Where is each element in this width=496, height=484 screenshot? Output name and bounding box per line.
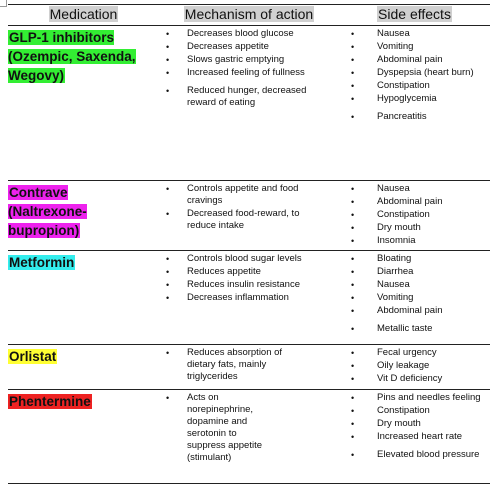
list-item: Metallic taste (339, 323, 487, 335)
list-item: Reduced hunger, decreased reward of eati… (159, 85, 313, 109)
table-row: Metformin Controls blood sugar levels Re… (8, 250, 490, 345)
list-item: Nausea (339, 28, 487, 40)
mechanism-cell: Acts on norepinephrine, dopamine and ser… (159, 389, 339, 484)
list-item: Controls blood sugar levels (159, 253, 313, 265)
mechanism-cell: Decreases blood glucose Decreases appeti… (159, 25, 339, 181)
list-item: Dyspepsia (heart burn) (339, 67, 487, 79)
list-item: Pins and needles feeling (339, 392, 487, 404)
medication-name-glp1: GLP-1 inhibitors (Ozempic, Saxenda, Wego… (8, 30, 136, 83)
list-item: Increased heart rate (339, 431, 487, 443)
medication-cell: Contrave (Naltrexone-bupropion) (8, 180, 159, 251)
side-effects-cell: Nausea Vomiting Abdominal pain Dyspepsia… (339, 25, 490, 181)
side-effects-cell: Fecal urgency Oily leakage Vit D deficie… (339, 344, 490, 390)
list-item: Decreases appetite (159, 41, 313, 53)
list-item: Abdominal pain (339, 196, 487, 208)
list-item: Nausea (339, 279, 487, 291)
medication-cell: Metformin (8, 250, 159, 345)
medication-cell: GLP-1 inhibitors (Ozempic, Saxenda, Wego… (8, 25, 159, 181)
header-mechanism: Mechanism of action (159, 4, 339, 26)
medication-name-metformin: Metformin (8, 255, 76, 270)
header-side-effects: Side effects (339, 4, 490, 26)
header-row: Medication Mechanism of action Side effe… (8, 4, 490, 26)
list-item: Vomiting (339, 292, 487, 304)
table-row: Contrave (Naltrexone-bupropion) Controls… (8, 180, 490, 251)
list-item: Pancreatitis (339, 111, 487, 123)
list-item: Insomnia (339, 235, 487, 247)
list-item: Dry mouth (339, 418, 487, 430)
mechanism-cell: Controls blood sugar levels Reduces appe… (159, 250, 339, 345)
list-item: Oily leakage (339, 360, 487, 372)
list-item: Bloating (339, 253, 487, 265)
list-item: Acts on norepinephrine, dopamine and ser… (159, 392, 277, 464)
list-item: Constipation (339, 209, 487, 221)
side-effects-cell: Bloating Diarrhea Nausea Vomiting Abdomi… (339, 250, 490, 345)
list-item: Diarrhea (339, 266, 487, 278)
table-row: Phentermine Acts on norepinephrine, dopa… (8, 389, 490, 484)
list-item: Constipation (339, 405, 487, 417)
list-item: Hypoglycemia (339, 93, 487, 105)
list-item: Abdominal pain (339, 54, 487, 66)
medication-name-contrave: Contrave (Naltrexone-bupropion) (8, 185, 87, 238)
side-effects-cell: Nausea Abdominal pain Constipation Dry m… (339, 180, 490, 251)
table-row: Orlistat Reduces absorption of dietary f… (8, 344, 490, 390)
list-item: Decreased food-reward, to reduce intake (159, 208, 313, 232)
medication-name-orlistat: Orlistat (8, 349, 58, 364)
list-item: Reduces absorption of dietary fats, main… (159, 347, 313, 383)
list-item: Decreases inflammation (159, 292, 313, 304)
list-item: Constipation (339, 80, 487, 92)
table-row: GLP-1 inhibitors (Ozempic, Saxenda, Wego… (8, 25, 490, 181)
mechanism-cell: Reduces absorption of dietary fats, main… (159, 344, 339, 390)
list-item: Increased feeling of fullness (159, 67, 313, 79)
list-item: Vomiting (339, 41, 487, 53)
list-item: Abdominal pain (339, 305, 487, 317)
medication-cell: Phentermine (8, 389, 159, 484)
list-item: Fecal urgency (339, 347, 487, 359)
side-effects-cell: Pins and needles feeling Constipation Dr… (339, 389, 490, 484)
mechanism-cell: Controls appetite and food cravings Decr… (159, 180, 339, 251)
medication-cell: Orlistat (8, 344, 159, 390)
list-item: Controls appetite and food cravings (159, 183, 313, 207)
page-corner-mark (0, 0, 7, 7)
medication-name-phentermine: Phentermine (8, 394, 92, 409)
list-item: Decreases blood glucose (159, 28, 313, 40)
list-item: Nausea (339, 183, 487, 195)
list-item: Elevated blood pressure (339, 449, 487, 461)
list-item: Reduces appetite (159, 266, 313, 278)
medication-table: Medication Mechanism of action Side effe… (8, 4, 490, 484)
list-item: Vit D deficiency (339, 373, 487, 385)
list-item: Dry mouth (339, 222, 487, 234)
list-item: Slows gastric emptying (159, 54, 313, 66)
list-item: Reduces insulin resistance (159, 279, 313, 291)
header-medication: Medication (8, 4, 159, 26)
